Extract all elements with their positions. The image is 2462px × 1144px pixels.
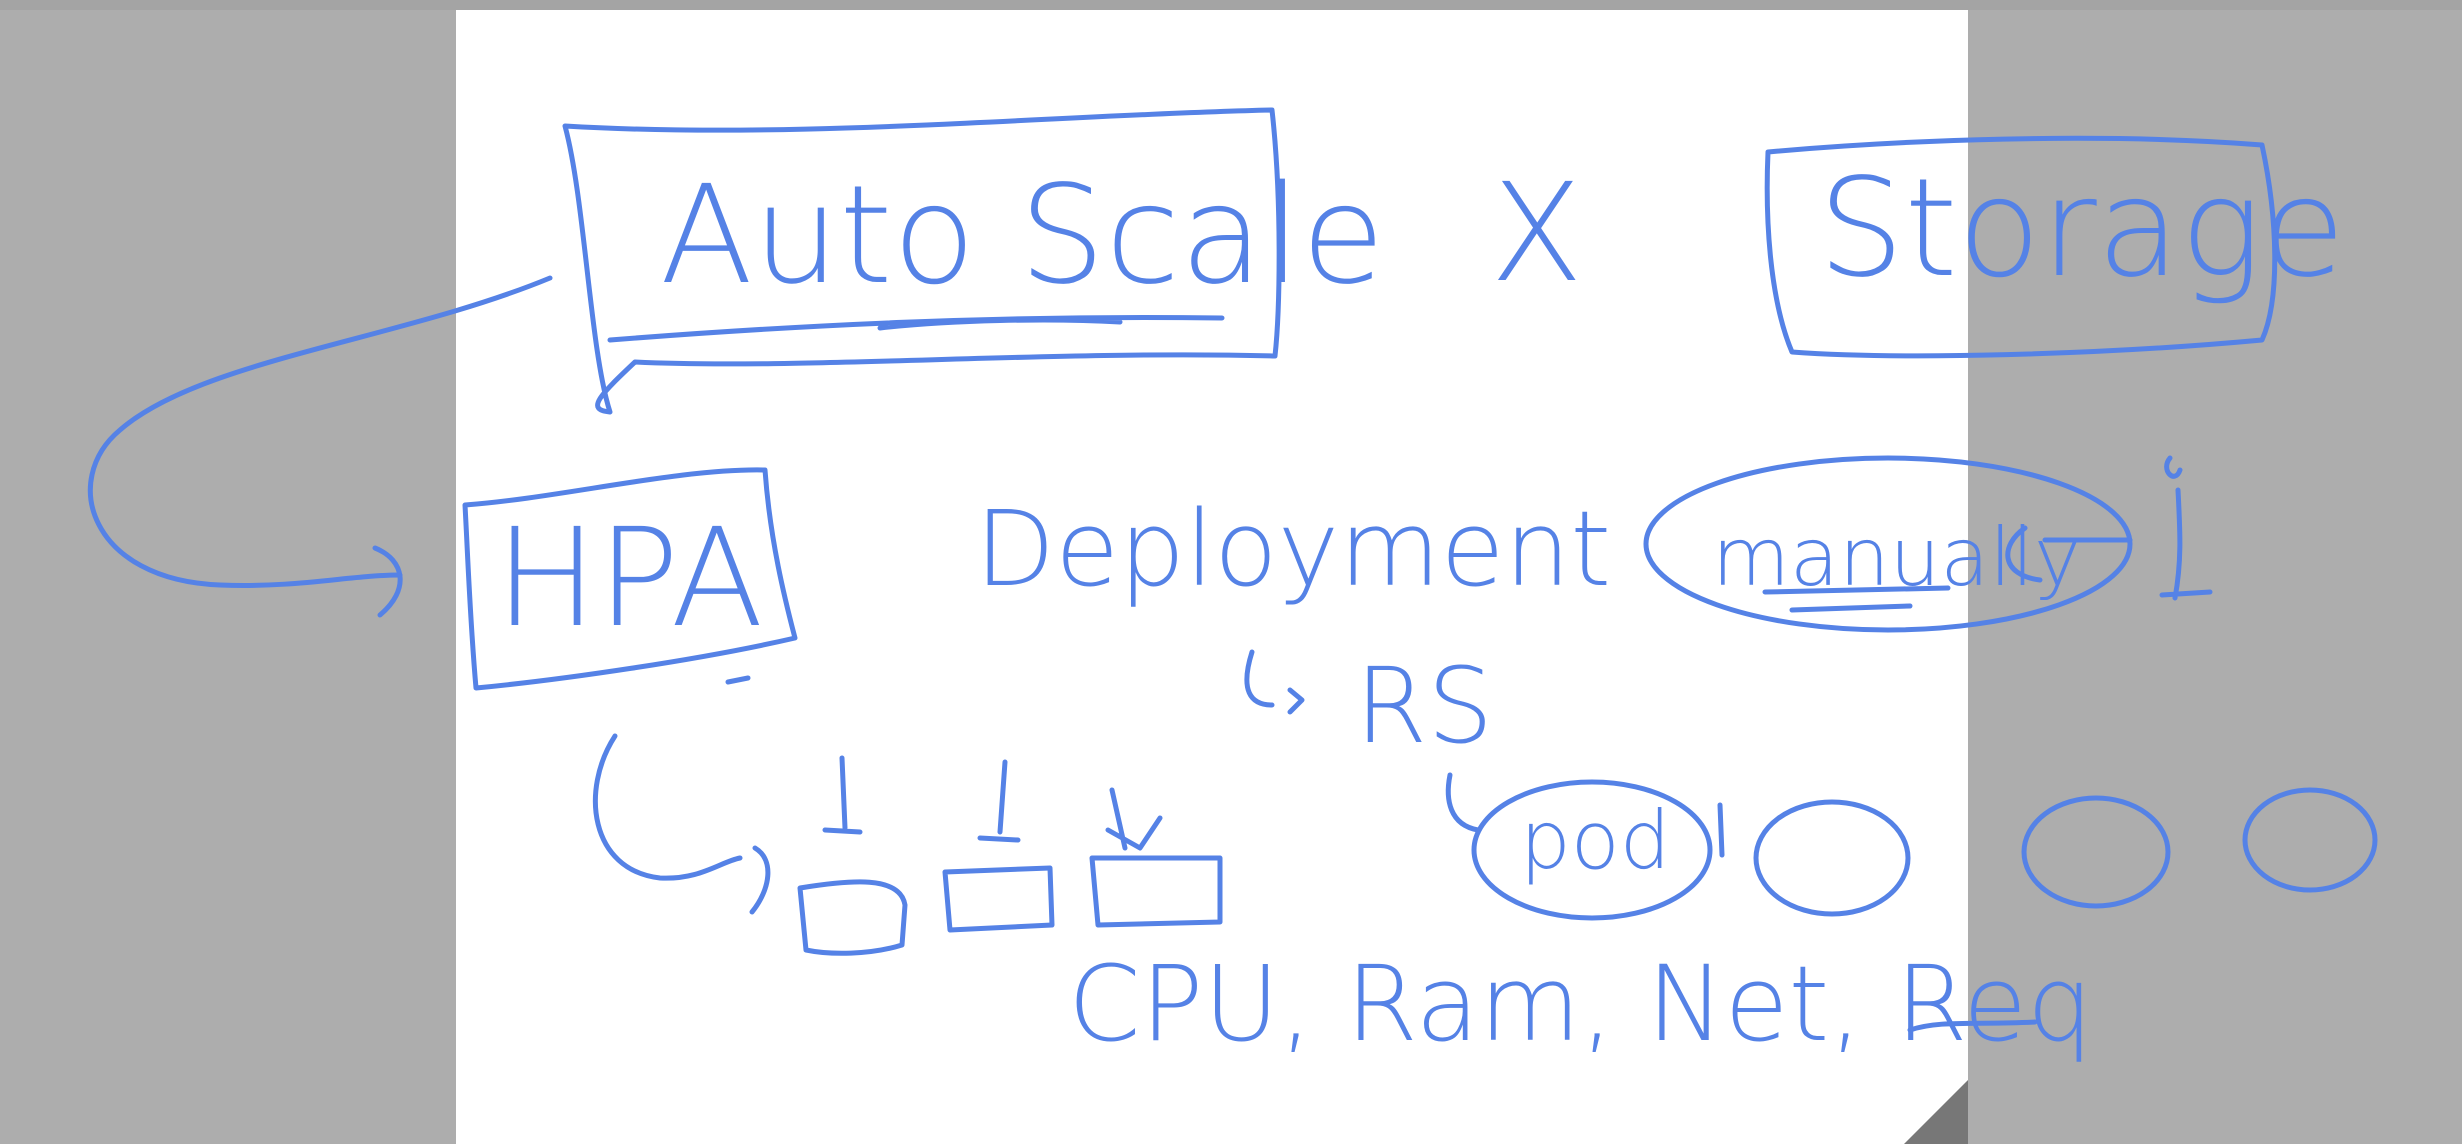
pod-connector — [1445, 772, 1481, 833]
hpa-dash — [725, 675, 751, 685]
x-mark: X — [1490, 155, 1583, 313]
pod-circle-3 — [2021, 795, 2171, 909]
pod-arrow-1 — [822, 755, 863, 835]
storage-box — [1764, 135, 2278, 359]
metrics-label: CPU, Ram, Net, Req — [1068, 943, 2093, 1065]
rs-connector — [1244, 649, 1305, 715]
storage-label: Storage — [1818, 150, 2345, 308]
deployment-label: Deployment — [975, 488, 1611, 610]
page-curl-corner — [1904, 1080, 1968, 1144]
pod-circle-2 — [1753, 799, 1911, 917]
pod-arrow-2 — [977, 759, 1021, 843]
rs-label: RS — [1355, 645, 1493, 767]
small-pod-3 — [1089, 855, 1223, 928]
hpa-label: HPA — [495, 500, 764, 658]
auto-scale-underline — [607, 314, 1225, 343]
hpa-box — [462, 467, 798, 691]
pod-ellipse — [1471, 779, 1713, 921]
hpa-scale-arrow — [593, 733, 771, 915]
metrics-tail — [1907, 1019, 2038, 1033]
pod-tick — [1717, 802, 1725, 858]
pod-arrow-3 — [1105, 787, 1163, 851]
arrow-autoscale-to-hpa-head — [372, 545, 403, 618]
canvas-top-strip — [0, 0, 2462, 10]
storage-mark — [2159, 455, 2213, 601]
manually-arrow — [2005, 525, 2133, 583]
manually-underline — [1762, 585, 1951, 613]
auto-scale-box — [562, 107, 1282, 415]
arrow-autoscale-to-hpa — [87, 275, 553, 588]
auto-scale-label: Auto Scale — [660, 157, 1385, 315]
small-pod-2 — [942, 865, 1055, 933]
pod-label: pod — [1520, 794, 1671, 887]
small-pod-1 — [797, 879, 908, 956]
manually-ellipse — [1643, 455, 2133, 633]
pod-circle-4 — [2242, 787, 2378, 893]
whiteboard-page — [456, 10, 1968, 1144]
